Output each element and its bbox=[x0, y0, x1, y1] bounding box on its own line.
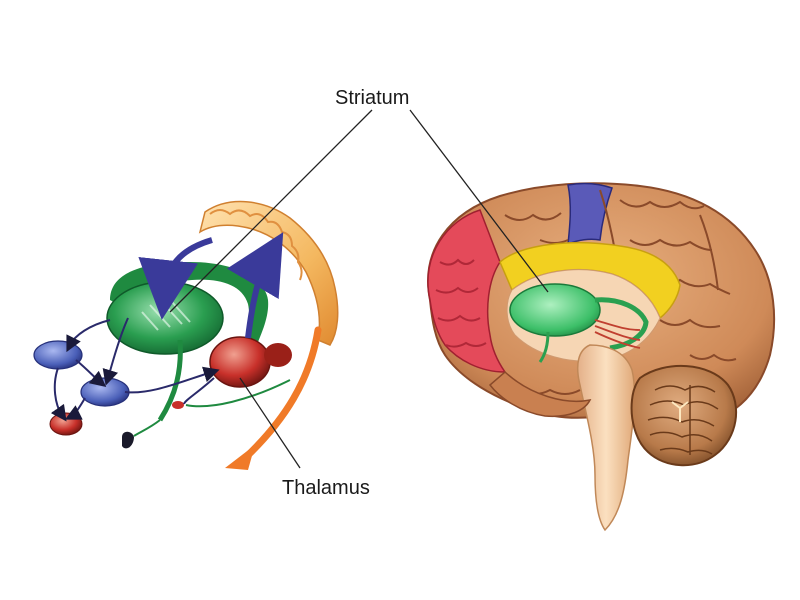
striatum-in-brain bbox=[509, 283, 649, 363]
fiber-tracts bbox=[594, 319, 641, 349]
thalamus-shape bbox=[209, 336, 292, 388]
sagittal-brain bbox=[427, 182, 776, 532]
output-arrowhead bbox=[225, 445, 255, 470]
circuit-connections bbox=[50, 317, 291, 437]
blue-nucleus-lower bbox=[80, 377, 130, 407]
thalamus-label: Thalamus bbox=[282, 477, 370, 499]
red-dot bbox=[172, 401, 184, 409]
striatum-label: Striatum bbox=[335, 87, 409, 109]
dark-nucleus bbox=[122, 431, 134, 449]
motor-region bbox=[567, 182, 613, 246]
brainstem bbox=[577, 344, 636, 532]
striatum-tail bbox=[157, 339, 183, 422]
circuit-diagram bbox=[33, 200, 339, 470]
frontal-gyri bbox=[435, 258, 487, 348]
leader-lines bbox=[169, 109, 549, 469]
temporal-lobe bbox=[488, 370, 592, 418]
red-nucleus-small bbox=[49, 412, 83, 436]
cerebellum bbox=[630, 364, 738, 467]
cortical-input-arrow-1 bbox=[138, 237, 213, 320]
cortex-band bbox=[198, 200, 339, 346]
output-arrow bbox=[241, 326, 322, 462]
cortical-input-arrow-2 bbox=[226, 232, 284, 339]
blue-nucleus-upper bbox=[33, 340, 83, 370]
